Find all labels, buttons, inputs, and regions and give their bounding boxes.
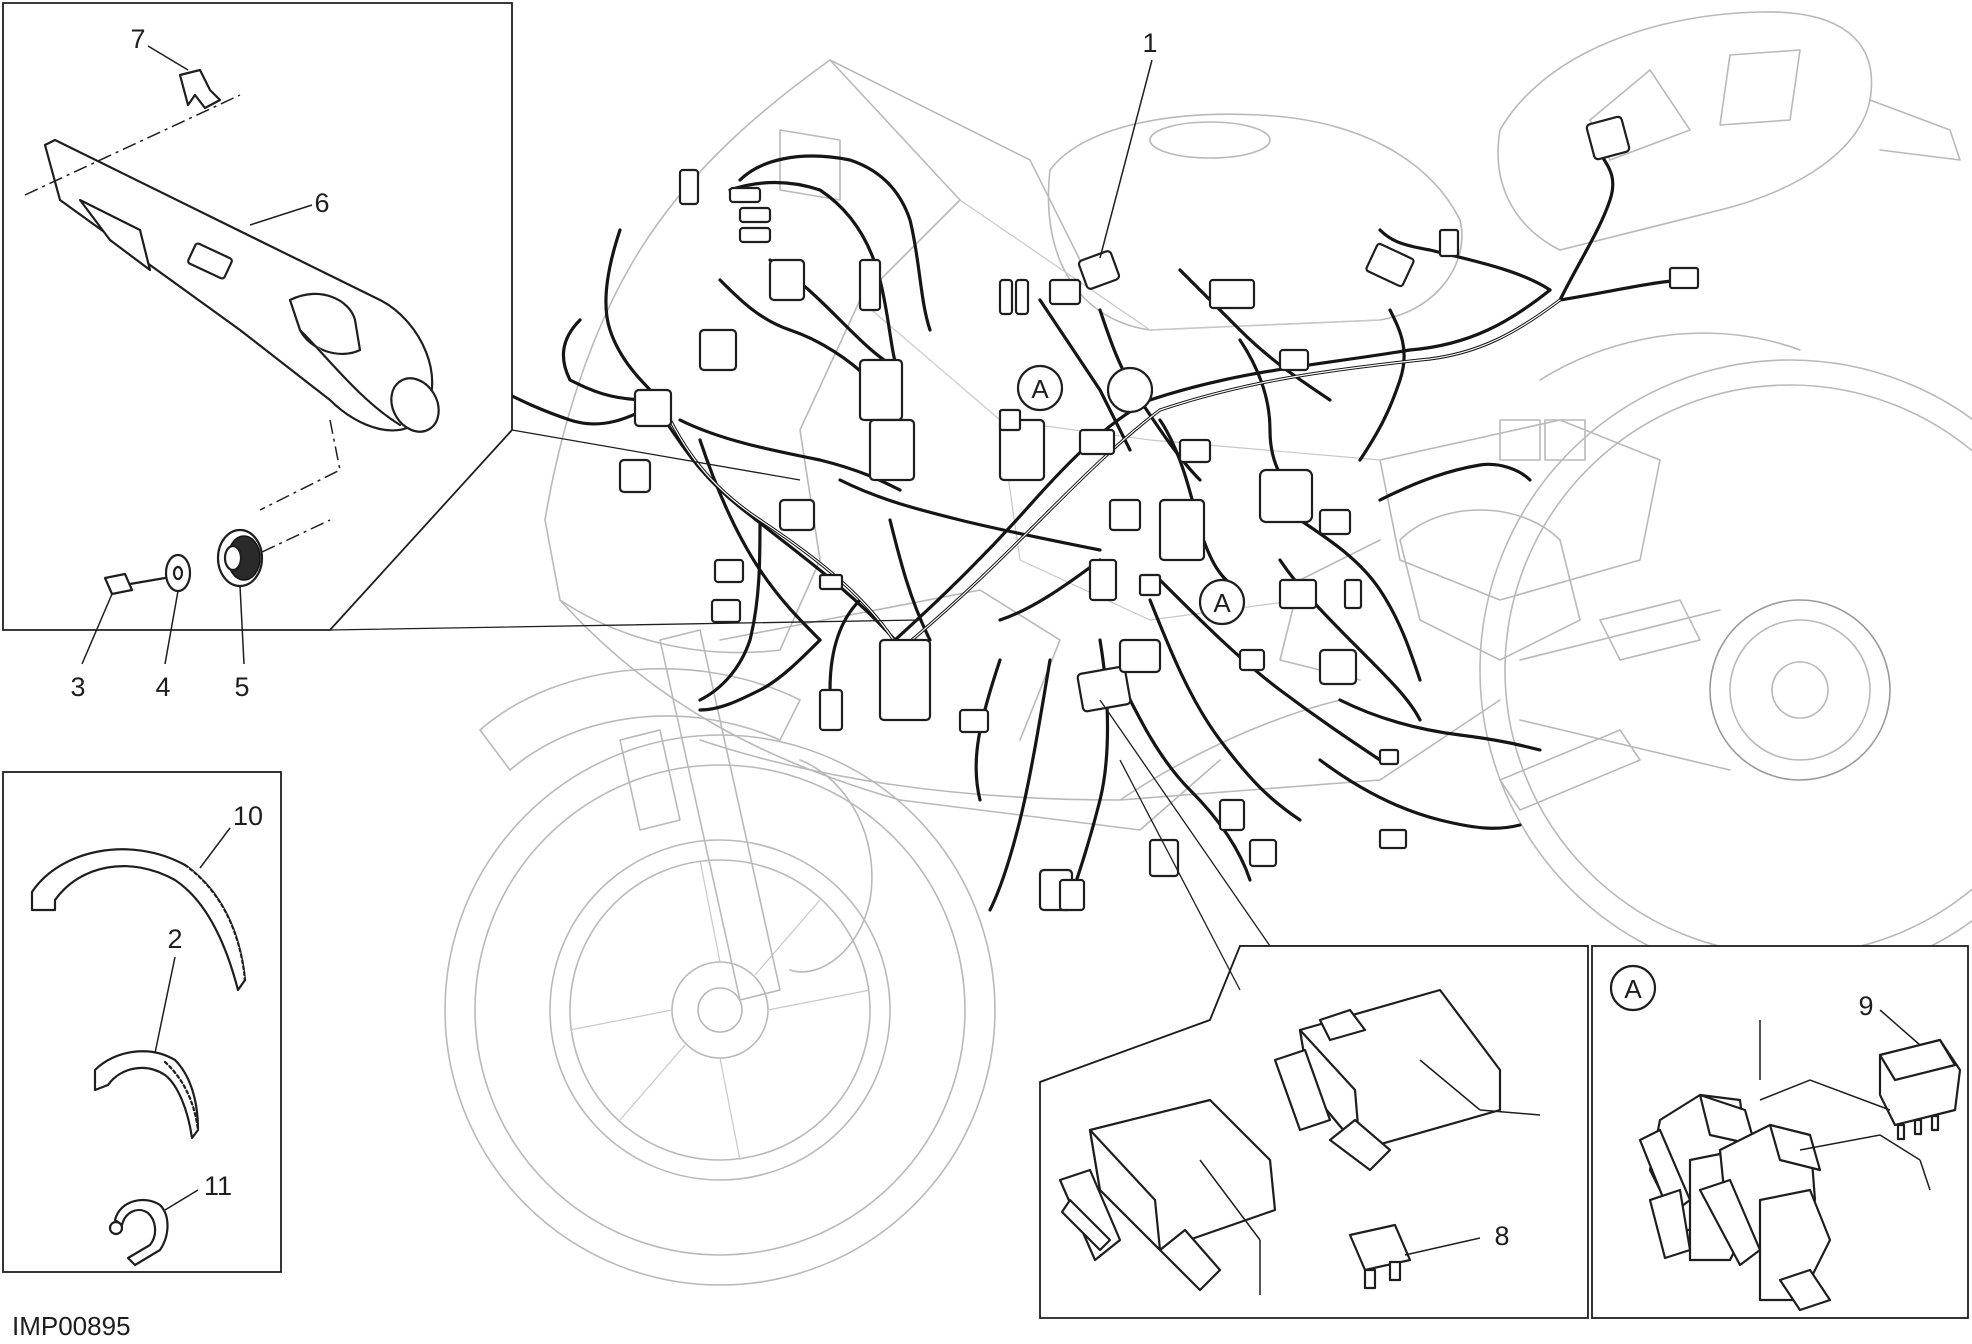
- callout-5: 5: [234, 672, 249, 702]
- detail-a-label: A: [1624, 974, 1642, 1004]
- callout-4: 4: [155, 672, 170, 702]
- drawing-code: IMP00895: [12, 1311, 131, 1341]
- callout-6: 6: [314, 188, 329, 218]
- detail-panel-cable-ties: 10 2 11: [2, 771, 282, 1273]
- detail-panel-control-units: 8: [1039, 699, 1589, 1319]
- callout-10: 10: [233, 801, 263, 831]
- harness-connectors: [618, 115, 1700, 912]
- locator-a-circle-2: A: [1198, 578, 1246, 626]
- main-wiring-harness: [498, 148, 1692, 912]
- callout-11: 11: [204, 1171, 232, 1201]
- callout-3: 3: [70, 672, 85, 702]
- callout-1: 1: [1142, 28, 1157, 58]
- locator-a-label: A: [1213, 588, 1231, 618]
- locator-a-circle-1: A: [1016, 364, 1064, 412]
- callout-8: 8: [1494, 1221, 1509, 1251]
- callout-7: 7: [130, 24, 145, 54]
- detail-panel-relays: A 9: [1591, 945, 1969, 1319]
- callout-2: 2: [167, 924, 182, 954]
- callout-9: 9: [1858, 991, 1873, 1021]
- detail-panel-bracket: 7 6 3 4 5: [2, 2, 921, 702]
- locator-a-label: A: [1031, 374, 1049, 404]
- motorcycle-outline: [444, 11, 1972, 1286]
